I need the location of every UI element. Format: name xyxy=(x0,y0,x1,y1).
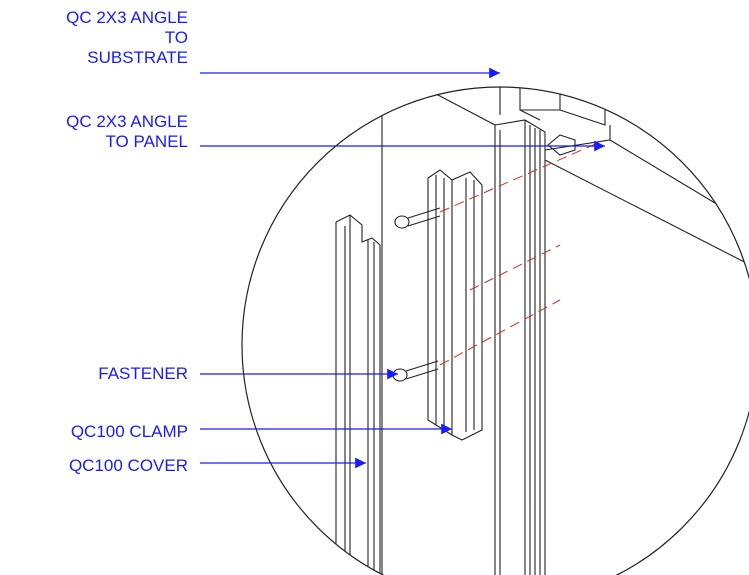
label-fastener: FASTENER xyxy=(98,364,188,383)
label-qc100-cover: QC100 COVER xyxy=(68,456,188,475)
clamp-body xyxy=(427,169,483,441)
label-angle-to-panel: QC 2X3 ANGLE TO PANEL xyxy=(0,112,188,152)
label-angle-to-substrate: QC 2X3 ANGLE TO SUBSTRATE xyxy=(0,8,188,68)
substrate-angle xyxy=(490,87,606,126)
fastener-top xyxy=(394,207,441,229)
panel-angle-member xyxy=(494,119,546,575)
label-qc100-clamp: QC100 CLAMP xyxy=(70,422,188,441)
fastener-bottom xyxy=(392,360,439,382)
leader-lines xyxy=(200,67,605,469)
alignment-lines xyxy=(439,141,601,366)
label-angle-to-panel-line1: QC 2X3 ANGLE xyxy=(66,112,188,131)
assembly-geometry xyxy=(335,87,749,575)
label-angle-to-panel-line2: TO PANEL xyxy=(105,132,188,151)
right-panel xyxy=(544,125,749,271)
cover-body xyxy=(335,214,381,575)
left-panel xyxy=(381,87,496,575)
label-angle-to-substrate-line3: SUBSTRATE xyxy=(87,48,188,67)
label-angle-to-substrate-line1: QC 2X3 ANGLE xyxy=(66,8,188,27)
label-angle-to-substrate-line2: TO xyxy=(164,28,188,47)
angle-clip xyxy=(547,134,576,156)
